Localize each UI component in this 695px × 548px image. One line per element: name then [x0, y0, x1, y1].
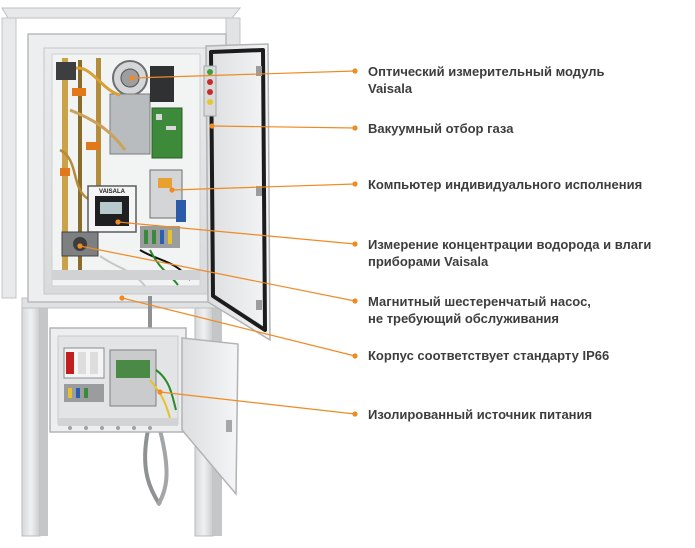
callout-power-supply: Изолированный источник питания — [368, 407, 593, 422]
leader-dot — [352, 68, 358, 74]
leader-line — [121, 297, 356, 357]
device-brand-text: VAISALA — [99, 189, 126, 195]
callout-gear-pump: Магнитный шестеренчатый насос, не требую… — [368, 294, 591, 326]
callout-hydrogen-moisture: Измерение концентрации водорода и влаги … — [368, 237, 652, 269]
upper-door — [203, 43, 271, 342]
leader-dot — [77, 243, 83, 249]
leader-dot — [352, 241, 358, 247]
callout-optical-module: Оптический измерительный модуль Vaisala — [368, 64, 605, 96]
callout-ip66-housing: Корпус соответствует стандарту IP66 — [368, 348, 610, 363]
callout-vacuum-sampling: Вакуумный отбор газа — [368, 121, 514, 136]
leader-dot — [169, 187, 175, 193]
callout-custom-computer: Компьютер индивидуального исполнения — [368, 177, 643, 192]
leader-dot — [119, 295, 125, 301]
leader-line — [117, 221, 356, 245]
leader-line — [79, 245, 356, 302]
conduits — [143, 296, 169, 507]
leader-line — [211, 125, 356, 129]
lower-door — [181, 337, 239, 497]
leader-line — [131, 70, 356, 79]
leader-dot — [352, 181, 358, 187]
callout-leaders — [77, 68, 358, 417]
leader-dot — [352, 411, 358, 417]
leader-dot — [129, 75, 135, 81]
leader-line — [159, 391, 356, 415]
lower-enclosure — [49, 327, 187, 433]
leader-dot — [352, 353, 358, 359]
upper-enclosure: VAISALA — [27, 33, 227, 303]
leader-line — [171, 183, 356, 191]
leader-dot — [352, 125, 358, 131]
leader-dot — [209, 123, 215, 129]
leader-dot — [115, 219, 121, 225]
leader-dot — [157, 389, 163, 395]
leader-dot — [352, 298, 358, 304]
